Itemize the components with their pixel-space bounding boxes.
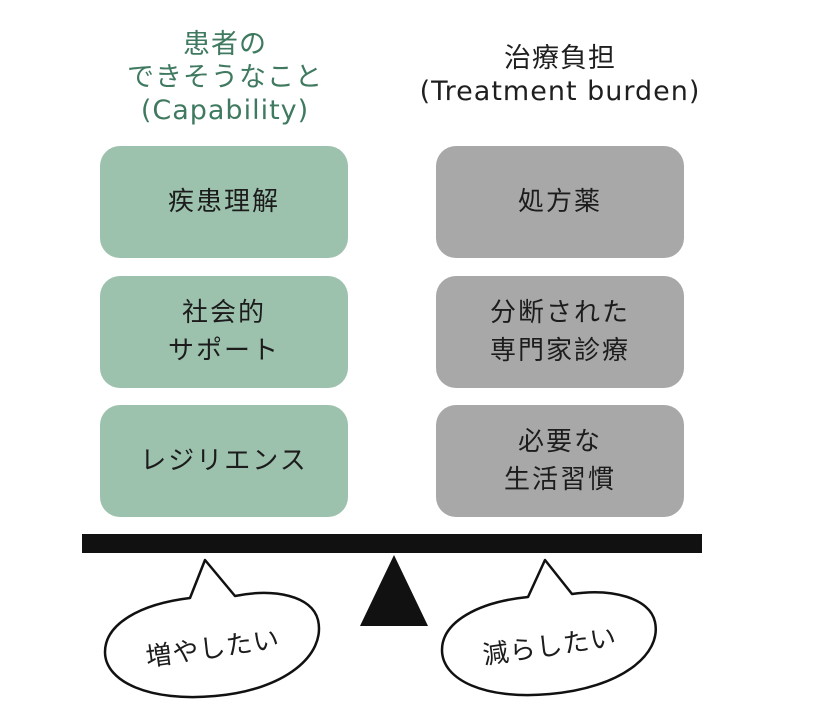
seesaw-fulcrum [360,555,428,626]
left-speech-bubble [103,558,321,699]
capability-box-label: レジリエンス [140,446,308,476]
burden-box-lifestyle: 必要な 生活習慣 [436,405,684,517]
capability-box-label: サポート [167,336,280,366]
burden-box-fragmented-care: 分断された 専門家診療 [436,276,684,388]
capability-title-line-2: できそうなこと [127,62,323,93]
capability-header: 患者の できそうなこと (Capability) [75,28,375,127]
burden-title-line-2: (Treatment burden) [419,76,701,107]
capability-box-label: 社会的 [181,298,266,328]
burden-title-line-1: 治療負担 [504,43,616,74]
burden-box-prescription: 処方薬 [436,146,684,258]
capability-box-disease-understanding: 疾患理解 [100,146,348,258]
burden-box-label: 処方薬 [517,187,602,217]
capability-box-resilience: レジリエンス [100,405,348,517]
burden-box-label: 専門家診療 [489,336,630,366]
capability-title-line-3: (Capability) [140,95,310,126]
burden-box-label: 必要な [517,427,602,457]
capability-box-social-support: 社会的 サポート [100,276,348,388]
burden-header: 治療負担 (Treatment burden) [400,42,720,108]
seesaw-beam [82,534,702,553]
burden-box-label: 生活習慣 [503,465,616,495]
capability-title-line-1: 患者の [183,29,267,60]
burden-box-label: 分断された [489,298,630,328]
capability-box-label: 疾患理解 [167,187,280,217]
right-speech-bubble [440,558,657,697]
